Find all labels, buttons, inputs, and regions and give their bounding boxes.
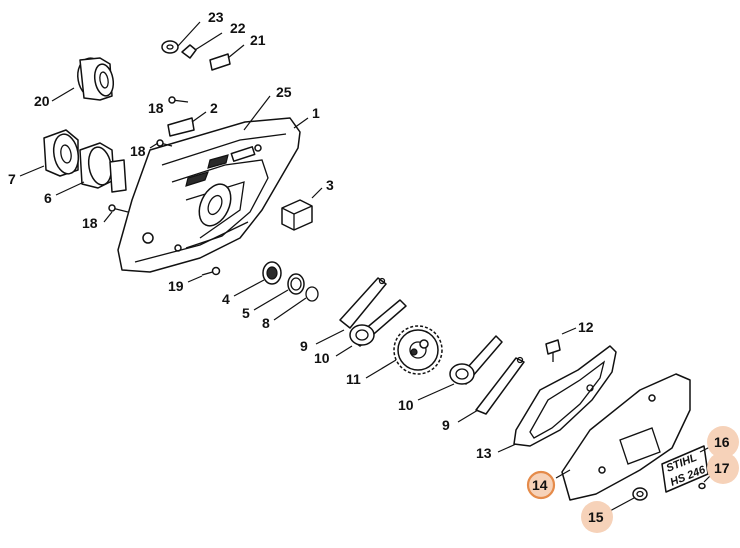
washer-22 (181, 44, 197, 59)
label-15: 15 (588, 509, 604, 525)
bearing-4 (262, 261, 282, 285)
part-numbers: 23 22 21 20 18 2 25 1 18 7 6 18 3 19 4 5… (8, 9, 730, 525)
label-10-left: 10 (314, 350, 330, 366)
label-8: 8 (262, 315, 270, 331)
label-14: 14 (532, 477, 548, 493)
screw-18-top (168, 96, 189, 104)
nut-23 (161, 40, 179, 54)
bearing-drum-7 (43, 129, 80, 177)
label-17: 17 (714, 460, 730, 476)
label-20: 20 (34, 93, 50, 109)
screw-18-low (108, 204, 129, 213)
screw-17 (698, 482, 706, 490)
circlip-8 (305, 286, 319, 302)
gear-6 (79, 142, 127, 193)
highlight-circle-17 (707, 452, 739, 484)
label-2: 2 (210, 100, 218, 116)
label-13: 13 (476, 445, 492, 461)
highlight-circle-16 (707, 426, 739, 458)
label-3: 3 (326, 177, 334, 193)
plate-21 (209, 53, 231, 71)
label-18-low: 18 (82, 215, 98, 231)
label-9-right: 9 (442, 417, 450, 433)
label-12: 12 (578, 319, 594, 335)
link-9-left (339, 277, 387, 329)
label-6: 6 (44, 190, 52, 206)
block-3 (281, 199, 313, 231)
label-25: 25 (276, 84, 292, 100)
label-4: 4 (222, 291, 230, 307)
label-7: 7 (8, 171, 16, 187)
ring-5 (287, 273, 305, 295)
label-18-top: 18 (148, 100, 164, 116)
link-9-right (475, 356, 525, 415)
highlight-circle-15 (581, 501, 613, 533)
label-5: 5 (242, 305, 250, 321)
cover-14 (561, 373, 691, 501)
screw-19 (201, 266, 221, 276)
screw-12 (545, 339, 561, 362)
leader-lines (19, 21, 713, 513)
gear-11 (393, 325, 443, 375)
label-22: 22 (230, 20, 246, 36)
drum-20 (77, 57, 115, 101)
label-21: 21 (250, 32, 266, 48)
highlight-circle-14 (528, 472, 554, 498)
label-23: 23 (208, 9, 224, 25)
label-1: 1 (312, 105, 320, 121)
label-19: 19 (168, 278, 184, 294)
link-10-left (349, 299, 407, 347)
label-10-right: 10 (398, 397, 414, 413)
label-18-mid: 18 (130, 143, 146, 159)
label-16: 16 (714, 434, 730, 450)
highlight-ring-14 (526, 470, 556, 500)
gasket-13 (513, 345, 617, 447)
gear-housing (117, 117, 301, 273)
nut-15 (632, 487, 648, 501)
label-11: 11 (346, 371, 361, 387)
cover-plate-2 (167, 117, 195, 137)
label-9-left: 9 (300, 338, 308, 354)
link-10-right (449, 335, 503, 385)
